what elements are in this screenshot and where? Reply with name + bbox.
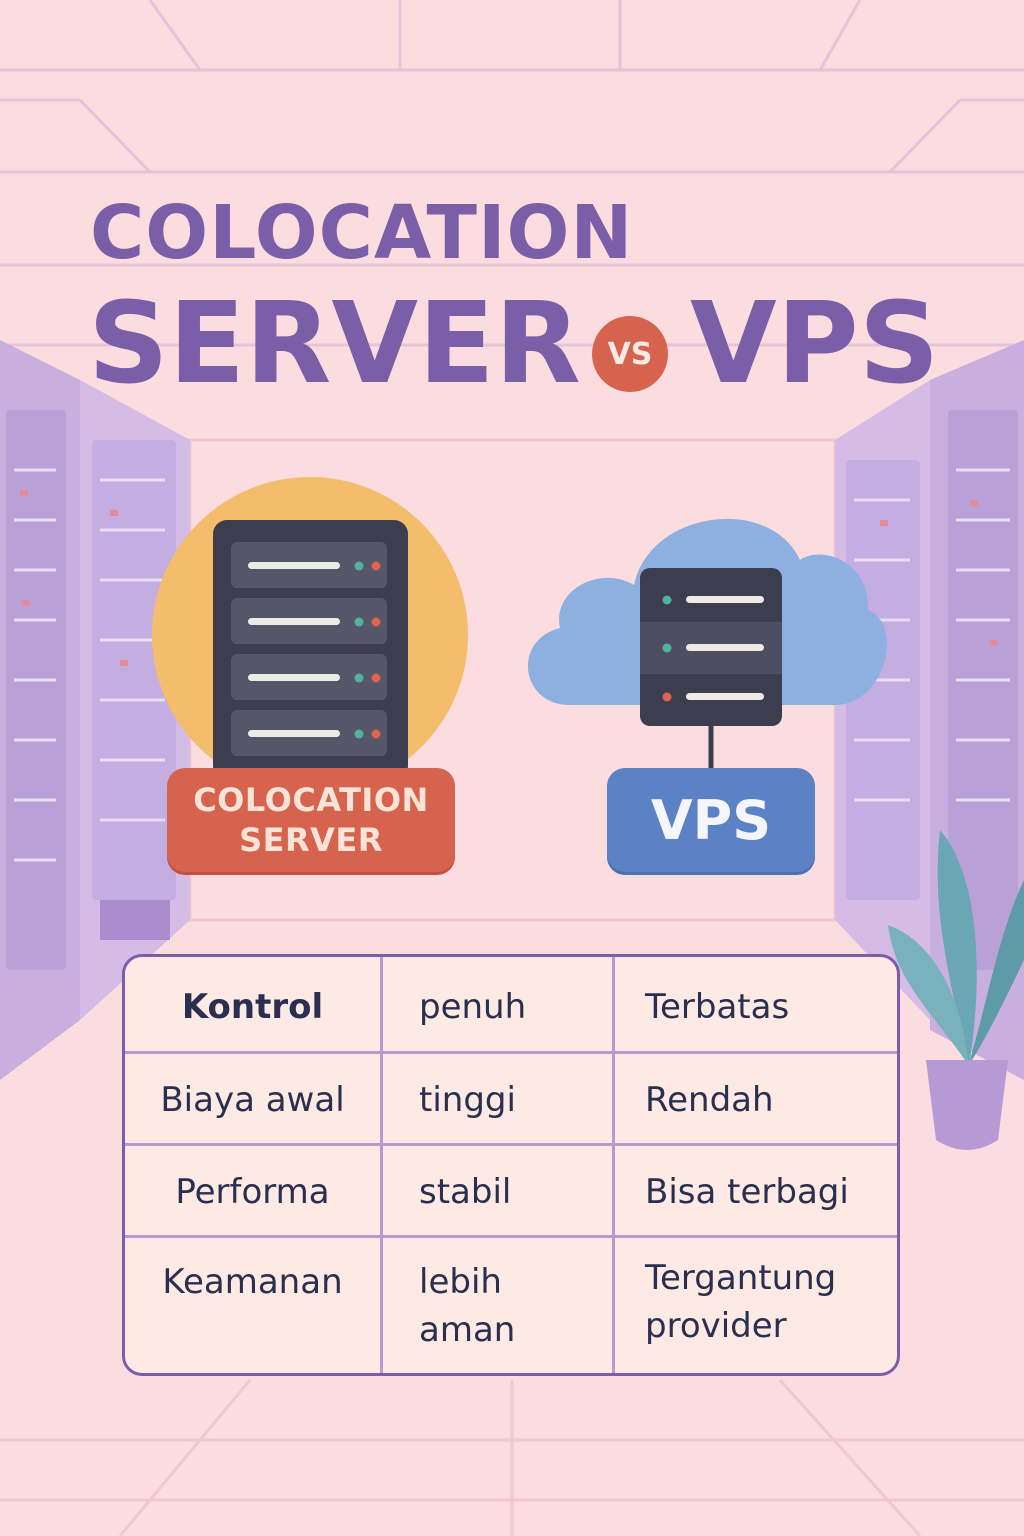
table-cell-vps: Bisa terbagi <box>645 1172 849 1212</box>
table-cell-colocation: lebih aman <box>383 1238 615 1373</box>
table-cell-vps: Tergantung provider <box>645 1258 837 1346</box>
row-divider <box>125 1235 897 1238</box>
table-cell-aspect: Performa <box>125 1146 383 1235</box>
table-cell-colocation: penuh <box>383 957 615 1051</box>
vps-label: VPS <box>607 768 815 872</box>
row-divider <box>125 1051 897 1054</box>
plant-icon <box>888 830 1024 1150</box>
title-server: SERVER <box>88 279 581 409</box>
left-server-racks <box>0 340 190 1080</box>
table-row: Keamanan lebih aman Tergantung provider <box>125 1238 897 1373</box>
table-cell-colocation: stabil <box>383 1146 615 1235</box>
title-vps: VPS <box>690 279 940 409</box>
table-cell-aspect: Kontrol <box>125 957 383 1051</box>
vs-badge: VS <box>592 316 668 392</box>
table-cell-aspect: Biaya awal <box>125 1054 383 1143</box>
table-cell-aspect: Keamanan <box>125 1238 383 1373</box>
row-divider <box>125 1143 897 1146</box>
right-server-racks <box>835 340 1024 1080</box>
table-cell-vps: Terbatas <box>645 987 790 1027</box>
colocation-label-line2: SERVER <box>239 821 383 859</box>
table-cell-vps: Rendah <box>645 1080 774 1120</box>
title-colocation: COLOCATION <box>90 190 634 276</box>
table-row: Biaya awal tinggi Rendah <box>125 1054 897 1143</box>
table-row: Kontrol penuh Terbatas <box>125 957 897 1051</box>
colocation-server-label: COLOCATION SERVER <box>167 768 455 872</box>
colocation-label-line1: COLOCATION <box>193 781 429 819</box>
comparison-table: Kontrol penuh Terbatas Biaya awal tinggi… <box>122 954 900 1376</box>
table-row: Performa stabil Bisa terbagi <box>125 1146 897 1235</box>
server-rack-icon <box>152 477 468 793</box>
table-cell-colocation: tinggi <box>383 1054 615 1143</box>
cloud-server-icon <box>527 518 888 770</box>
